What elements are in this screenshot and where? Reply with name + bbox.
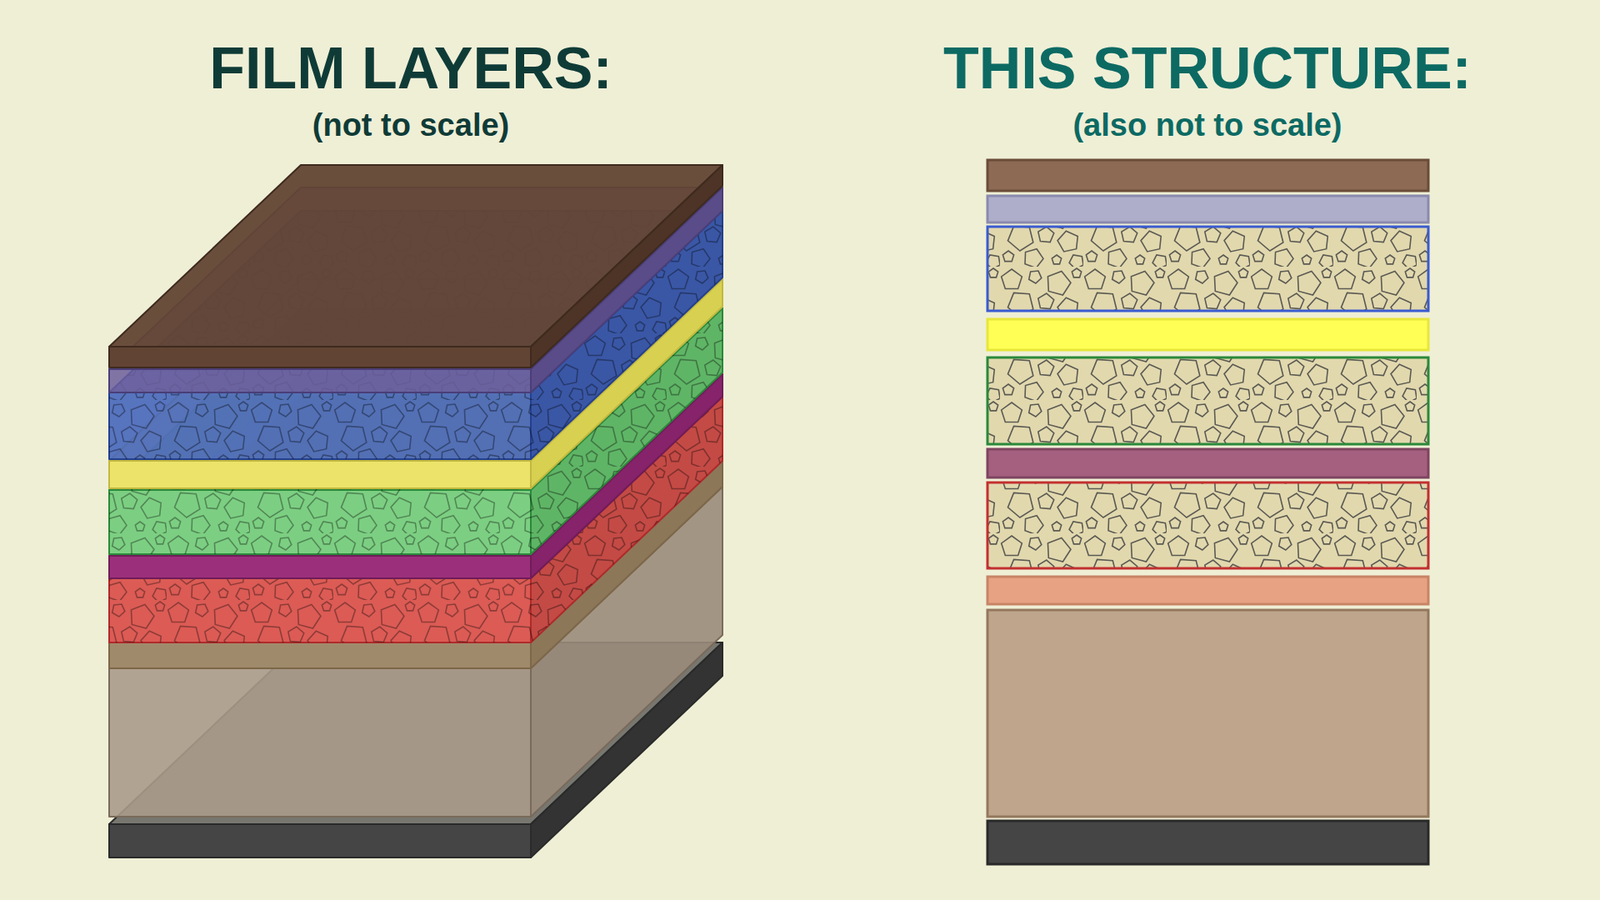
layer-border [987, 357, 1429, 445]
structure-cross-section [987, 160, 1429, 865]
panel-heading: FILM LAYERS: [209, 36, 613, 101]
blue-granular-layer [987, 226, 1429, 311]
layer-fill [987, 357, 1429, 445]
magenta-layer [987, 449, 1429, 478]
layer-front [109, 578, 531, 643]
substrate-layer [987, 610, 1429, 817]
layer-fill [987, 226, 1429, 311]
layer-front [109, 668, 531, 817]
layer-border [987, 482, 1429, 569]
layer-front [109, 460, 531, 489]
layer-front [109, 369, 531, 393]
layer-border [987, 226, 1429, 311]
green-granular-layer [987, 357, 1429, 445]
film-stack-3d [109, 165, 723, 858]
grain-texture [987, 357, 1429, 445]
layer-front [109, 490, 531, 555]
grain-texture [109, 490, 531, 555]
layer-side [530, 165, 723, 368]
brown-layer [987, 160, 1429, 191]
yellow-layer [987, 319, 1429, 350]
layer-front [109, 346, 531, 368]
grain-texture [987, 482, 1429, 569]
layer-front [109, 555, 531, 579]
brown-top-layer [109, 165, 723, 368]
panel-heading: THIS STRUCTURE: [943, 36, 1472, 101]
layer-front [109, 824, 531, 858]
salmon-layer [987, 576, 1429, 605]
grain-texture [109, 392, 531, 460]
base-layer [987, 820, 1429, 865]
scale-note: (also not to scale) [1072, 108, 1342, 144]
layer-front [109, 392, 531, 460]
scale-note: (not to scale) [312, 108, 510, 144]
layer-front [109, 642, 531, 669]
red-granular-layer [987, 482, 1429, 569]
lavender-layer [987, 195, 1429, 223]
layer-fill [987, 482, 1429, 569]
grain-texture [109, 578, 531, 643]
grain-texture [987, 226, 1429, 311]
